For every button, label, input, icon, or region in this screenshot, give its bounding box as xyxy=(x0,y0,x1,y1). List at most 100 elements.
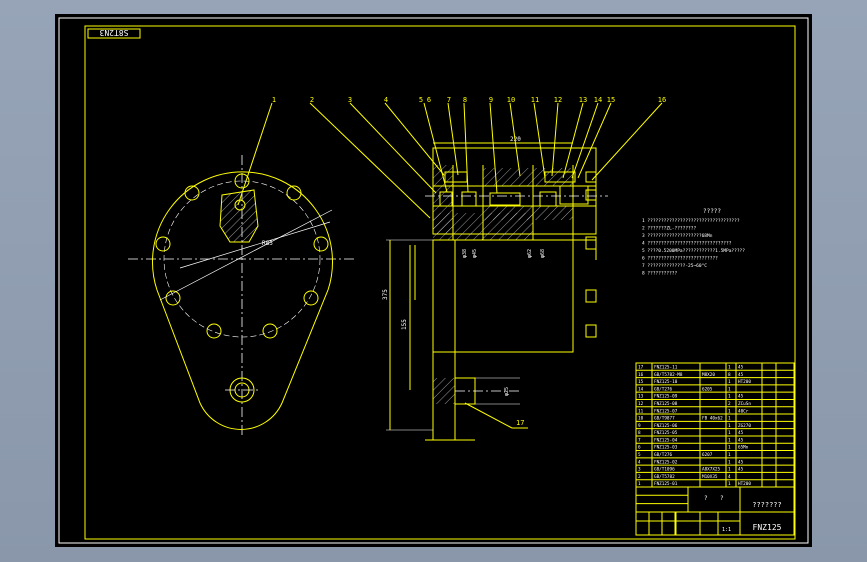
bom-cell: FNZ125-01 xyxy=(654,481,678,487)
bom-cell: 1 xyxy=(728,452,731,458)
dim-inner-length: 155 xyxy=(401,319,408,330)
callout-11: 11 xyxy=(531,96,539,104)
bom-cell: 65Mn xyxy=(738,445,749,451)
bom-cell: 10 xyxy=(638,416,644,422)
bom-cell: FNZ125-09 xyxy=(654,394,678,400)
bom-cell: 12 xyxy=(638,401,644,407)
bom-cell: 17 xyxy=(638,364,644,370)
bolt-holes xyxy=(155,173,329,339)
bom-cell: FNZ125-07 xyxy=(654,408,678,414)
bom-cell: 1 xyxy=(728,423,731,429)
bom-cell: 8 xyxy=(638,430,641,436)
callout-9: 9 xyxy=(489,96,493,104)
bom-cell: 1 xyxy=(728,379,731,385)
bom-cell: FNZ125-04 xyxy=(654,437,678,443)
bom-cell: 40Cr xyxy=(738,408,749,414)
requirement-line: 6 ?????????????????????????? xyxy=(642,256,718,262)
bom-cell: 3 xyxy=(638,467,641,473)
front-view: R85 xyxy=(128,155,355,435)
bom-cell: 45 xyxy=(738,372,744,378)
bom-cell: 7 xyxy=(638,437,641,443)
bom-cell: FNZ125-06 xyxy=(654,423,678,429)
callout-7: 7 xyxy=(447,96,451,104)
bom-cell: 1 xyxy=(728,364,731,370)
bom-cell: 45 xyxy=(738,467,744,473)
callout-17: 17 xyxy=(516,419,524,427)
bom-cell: 1 xyxy=(728,459,731,465)
bom-cell: M8X20 xyxy=(702,372,715,378)
bom-cell: 1 xyxy=(728,481,731,487)
callout-leaders xyxy=(237,102,663,429)
callout-14: 14 xyxy=(594,96,602,104)
drawing-code-box: S8T2N3 xyxy=(87,28,141,39)
dim-d2: φ45 xyxy=(472,249,478,258)
title-block-code: FNZ125 xyxy=(753,523,782,532)
bom-cell: 6207 xyxy=(702,452,713,458)
callout-5: 5 xyxy=(419,96,423,104)
bom-cell: 4 xyxy=(728,474,731,480)
requirement-line: 7 ??????????????-25~60°C xyxy=(642,263,707,269)
requirement-line: 8 ??????????? xyxy=(642,271,678,277)
bom-cell: GB/T276 xyxy=(654,452,673,458)
requirement-line: 5 ????0.5200MPa????????????1.5MPa????? xyxy=(642,248,745,254)
bom-cell: A8X7X25 xyxy=(702,467,721,473)
bom-cell: 1 xyxy=(728,394,731,400)
bom-cell: ZG270 xyxy=(738,423,751,429)
bom-cell: 2 xyxy=(638,474,641,480)
bom-cell: ZCuSn xyxy=(738,401,751,407)
bom-cell: FNZ125-10 xyxy=(654,379,678,385)
callout-4: 4 xyxy=(384,96,388,104)
bom-cell: FB 40x62 xyxy=(702,416,723,422)
bom-cell: 14 xyxy=(638,386,644,392)
requirements-title: ????? xyxy=(703,208,721,215)
bom-cell: M10X35 xyxy=(702,474,718,480)
bom-cell: 45 xyxy=(738,430,744,436)
radial-dim: R85 xyxy=(262,240,273,247)
title-block-q1: ? xyxy=(704,495,708,502)
bom-cell: 45 xyxy=(738,437,744,443)
bom-cell: GB/T5782-M8 xyxy=(654,372,683,378)
dim-d1: φ38 xyxy=(462,249,468,258)
bom-cell: 5 xyxy=(638,452,641,458)
bom-cell: 9 xyxy=(638,423,641,429)
bom-cell: 45 xyxy=(738,364,744,370)
callout-10: 10 xyxy=(507,96,515,104)
outer-border xyxy=(58,17,809,544)
bom-cell: 45 xyxy=(738,459,744,465)
bom-cell: 11 xyxy=(638,408,644,414)
requirement-line: 3 ????????????????????68Mn xyxy=(642,233,713,239)
bom-cell: 1 xyxy=(728,386,731,392)
bom-cell: 2 xyxy=(728,401,731,407)
bom-cell: FNZ125-11 xyxy=(654,364,678,370)
requirement-line: 1 ?????????????????????????????????? xyxy=(642,218,740,224)
bom-cell: 1 xyxy=(728,408,731,414)
dim-d4: φ68 xyxy=(540,249,546,258)
bom-cell: FNZ125-03 xyxy=(654,445,678,451)
callout-16: 16 xyxy=(658,96,666,104)
callout-13: 13 xyxy=(579,96,587,104)
section-view: 375 155 220 φ38 φ45 φ62 φ68 φ25 xyxy=(382,136,608,441)
title-block-scale: 1:1 xyxy=(722,527,731,533)
bom-cell: 1 xyxy=(638,481,641,487)
bom-cell: GB/T9877 xyxy=(654,416,675,422)
bom-cell: 6 xyxy=(638,445,641,451)
callout-3: 3 xyxy=(348,96,352,104)
bom-cell: 1 xyxy=(728,467,731,473)
callout-6: 6 xyxy=(427,96,431,104)
bom-cell: 4 xyxy=(638,459,641,465)
title-block: ??????? FNZ125 ? ? 1:1 xyxy=(635,486,795,536)
dim-lower-dia: φ25 xyxy=(504,387,510,396)
callout-1: 1 xyxy=(272,96,276,104)
bom-cell: GB/T276 xyxy=(654,386,673,392)
bom-cell: 15 xyxy=(638,379,644,385)
bom-cell: 8 xyxy=(728,372,731,378)
dim-d3: φ62 xyxy=(527,249,533,258)
callout-8: 8 xyxy=(463,96,467,104)
requirement-line: 4 ??????????????????????????????? xyxy=(642,241,732,247)
inner-border xyxy=(84,25,796,540)
bom-cell: 45 xyxy=(738,394,744,400)
